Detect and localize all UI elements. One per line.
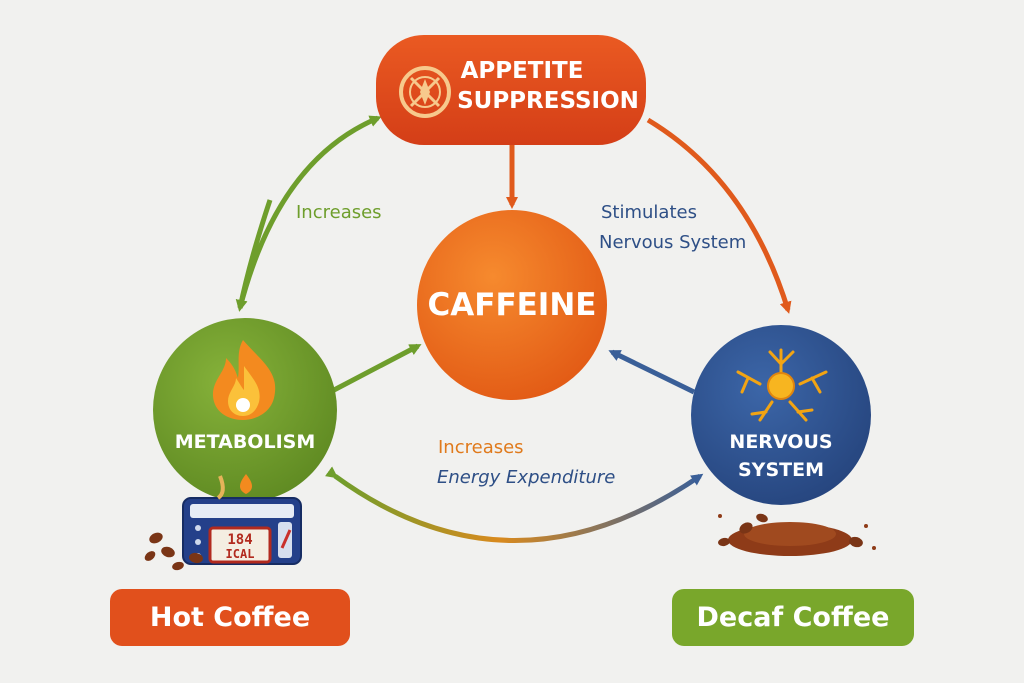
edge-label-increases-appetite: Increases [296,202,382,223]
compass-icon [399,66,451,118]
metabolism-title: METABOLISM [175,431,315,453]
arrow-nervous-to-caffeine [608,349,696,395]
arrow-metabolism-to-caffeine [332,343,422,393]
calorie-count-bottom: ICAL [226,547,255,561]
neuron-icon [736,348,828,422]
appetite-title-line1: APPETITE [461,58,584,84]
coffee-beans-icon [144,532,203,571]
edge-label-increases-energy: Increases [438,437,524,458]
appetite-suppression-node: APPETITE SUPPRESSION [376,35,646,145]
decaf-coffee-button[interactable]: Decaf Coffee [672,589,914,646]
calorie-count-top: 184 [227,532,252,548]
edge-label-stimulates: Stimulates [601,202,697,223]
nervous-system-node: NERVOUS SYSTEM [691,325,871,505]
arrow-appetite-to-metabolism [235,199,273,312]
caffeine-title: CAFFEINE [428,287,597,323]
arrow-appetite-to-nervous [646,117,792,314]
calorie-counter-icon [182,474,302,565]
nervous-title-line1: NERVOUS [729,431,832,453]
arrow-metabolism-nervous [325,466,704,543]
nervous-title-line2: SYSTEM [738,459,824,481]
metabolism-node: METABOLISM [153,318,337,502]
appetite-title-line2: SUPPRESSION [457,88,639,114]
edge-label-energy-expenditure: Energy Expenditure [437,467,616,488]
flame-icon [212,340,276,420]
hot-coffee-button[interactable]: Hot Coffee [110,589,350,646]
edge-label-nervous-system: Nervous System [599,232,747,253]
caffeine-node: CAFFEINE [417,210,607,400]
coffee-grounds-icon [718,513,876,556]
